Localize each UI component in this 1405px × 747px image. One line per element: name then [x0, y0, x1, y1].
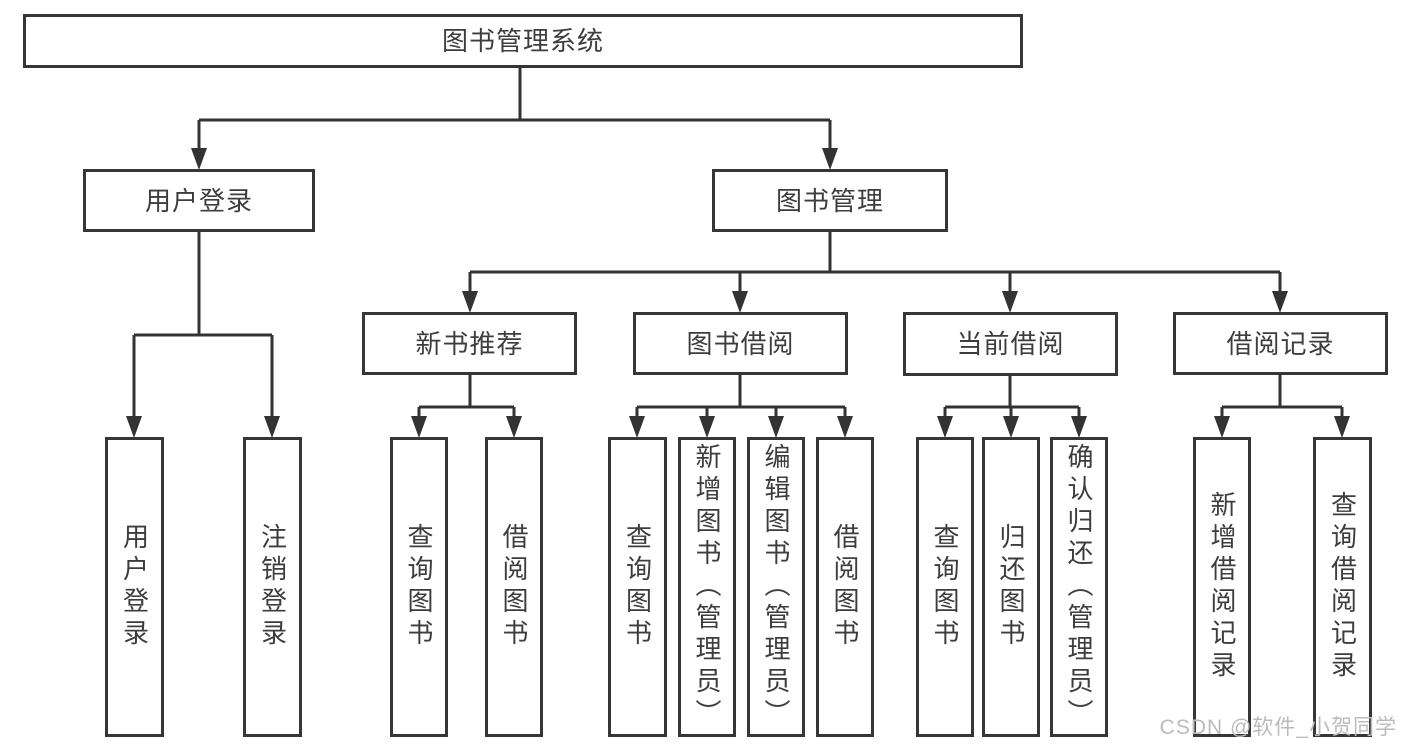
watermark: CSDN @软件_小贺同学 — [1159, 716, 1397, 739]
node-borrow-records: 借阅记录 — [1173, 312, 1388, 375]
leaf-edit-book-admin: 编辑图书（管理员） — [747, 437, 805, 737]
leaf-query-books-1: 查询图书 — [390, 437, 448, 737]
leaf-add-borrow-record: 新增借阅记录 — [1193, 437, 1251, 737]
leaf-user-login: 用户登录 — [105, 437, 164, 737]
leaf-borrow-books-1: 借阅图书 — [485, 437, 543, 737]
leaf-confirm-return-admin: 确认归还（管理员） — [1050, 437, 1108, 737]
node-book-borrow: 图书借阅 — [633, 312, 848, 375]
node-user-login: 用户登录 — [83, 169, 315, 232]
node-current-borrow: 当前借阅 — [903, 312, 1118, 376]
node-book-management: 图书管理 — [712, 169, 948, 232]
leaf-query-books-3: 查询图书 — [916, 437, 974, 737]
node-new-book-recommend: 新书推荐 — [362, 312, 577, 375]
leaf-borrow-books-2: 借阅图书 — [816, 437, 874, 737]
leaf-logout: 注销登录 — [243, 437, 302, 737]
leaf-return-book: 归还图书 — [982, 437, 1040, 737]
leaf-query-books-2: 查询图书 — [608, 437, 667, 737]
leaf-add-book-admin: 新增图书（管理员） — [678, 437, 736, 737]
node-library-system: 图书管理系统 — [23, 14, 1023, 68]
leaf-query-borrow-record: 查询借阅记录 — [1313, 437, 1372, 737]
arrowheads — [126, 148, 1350, 438]
